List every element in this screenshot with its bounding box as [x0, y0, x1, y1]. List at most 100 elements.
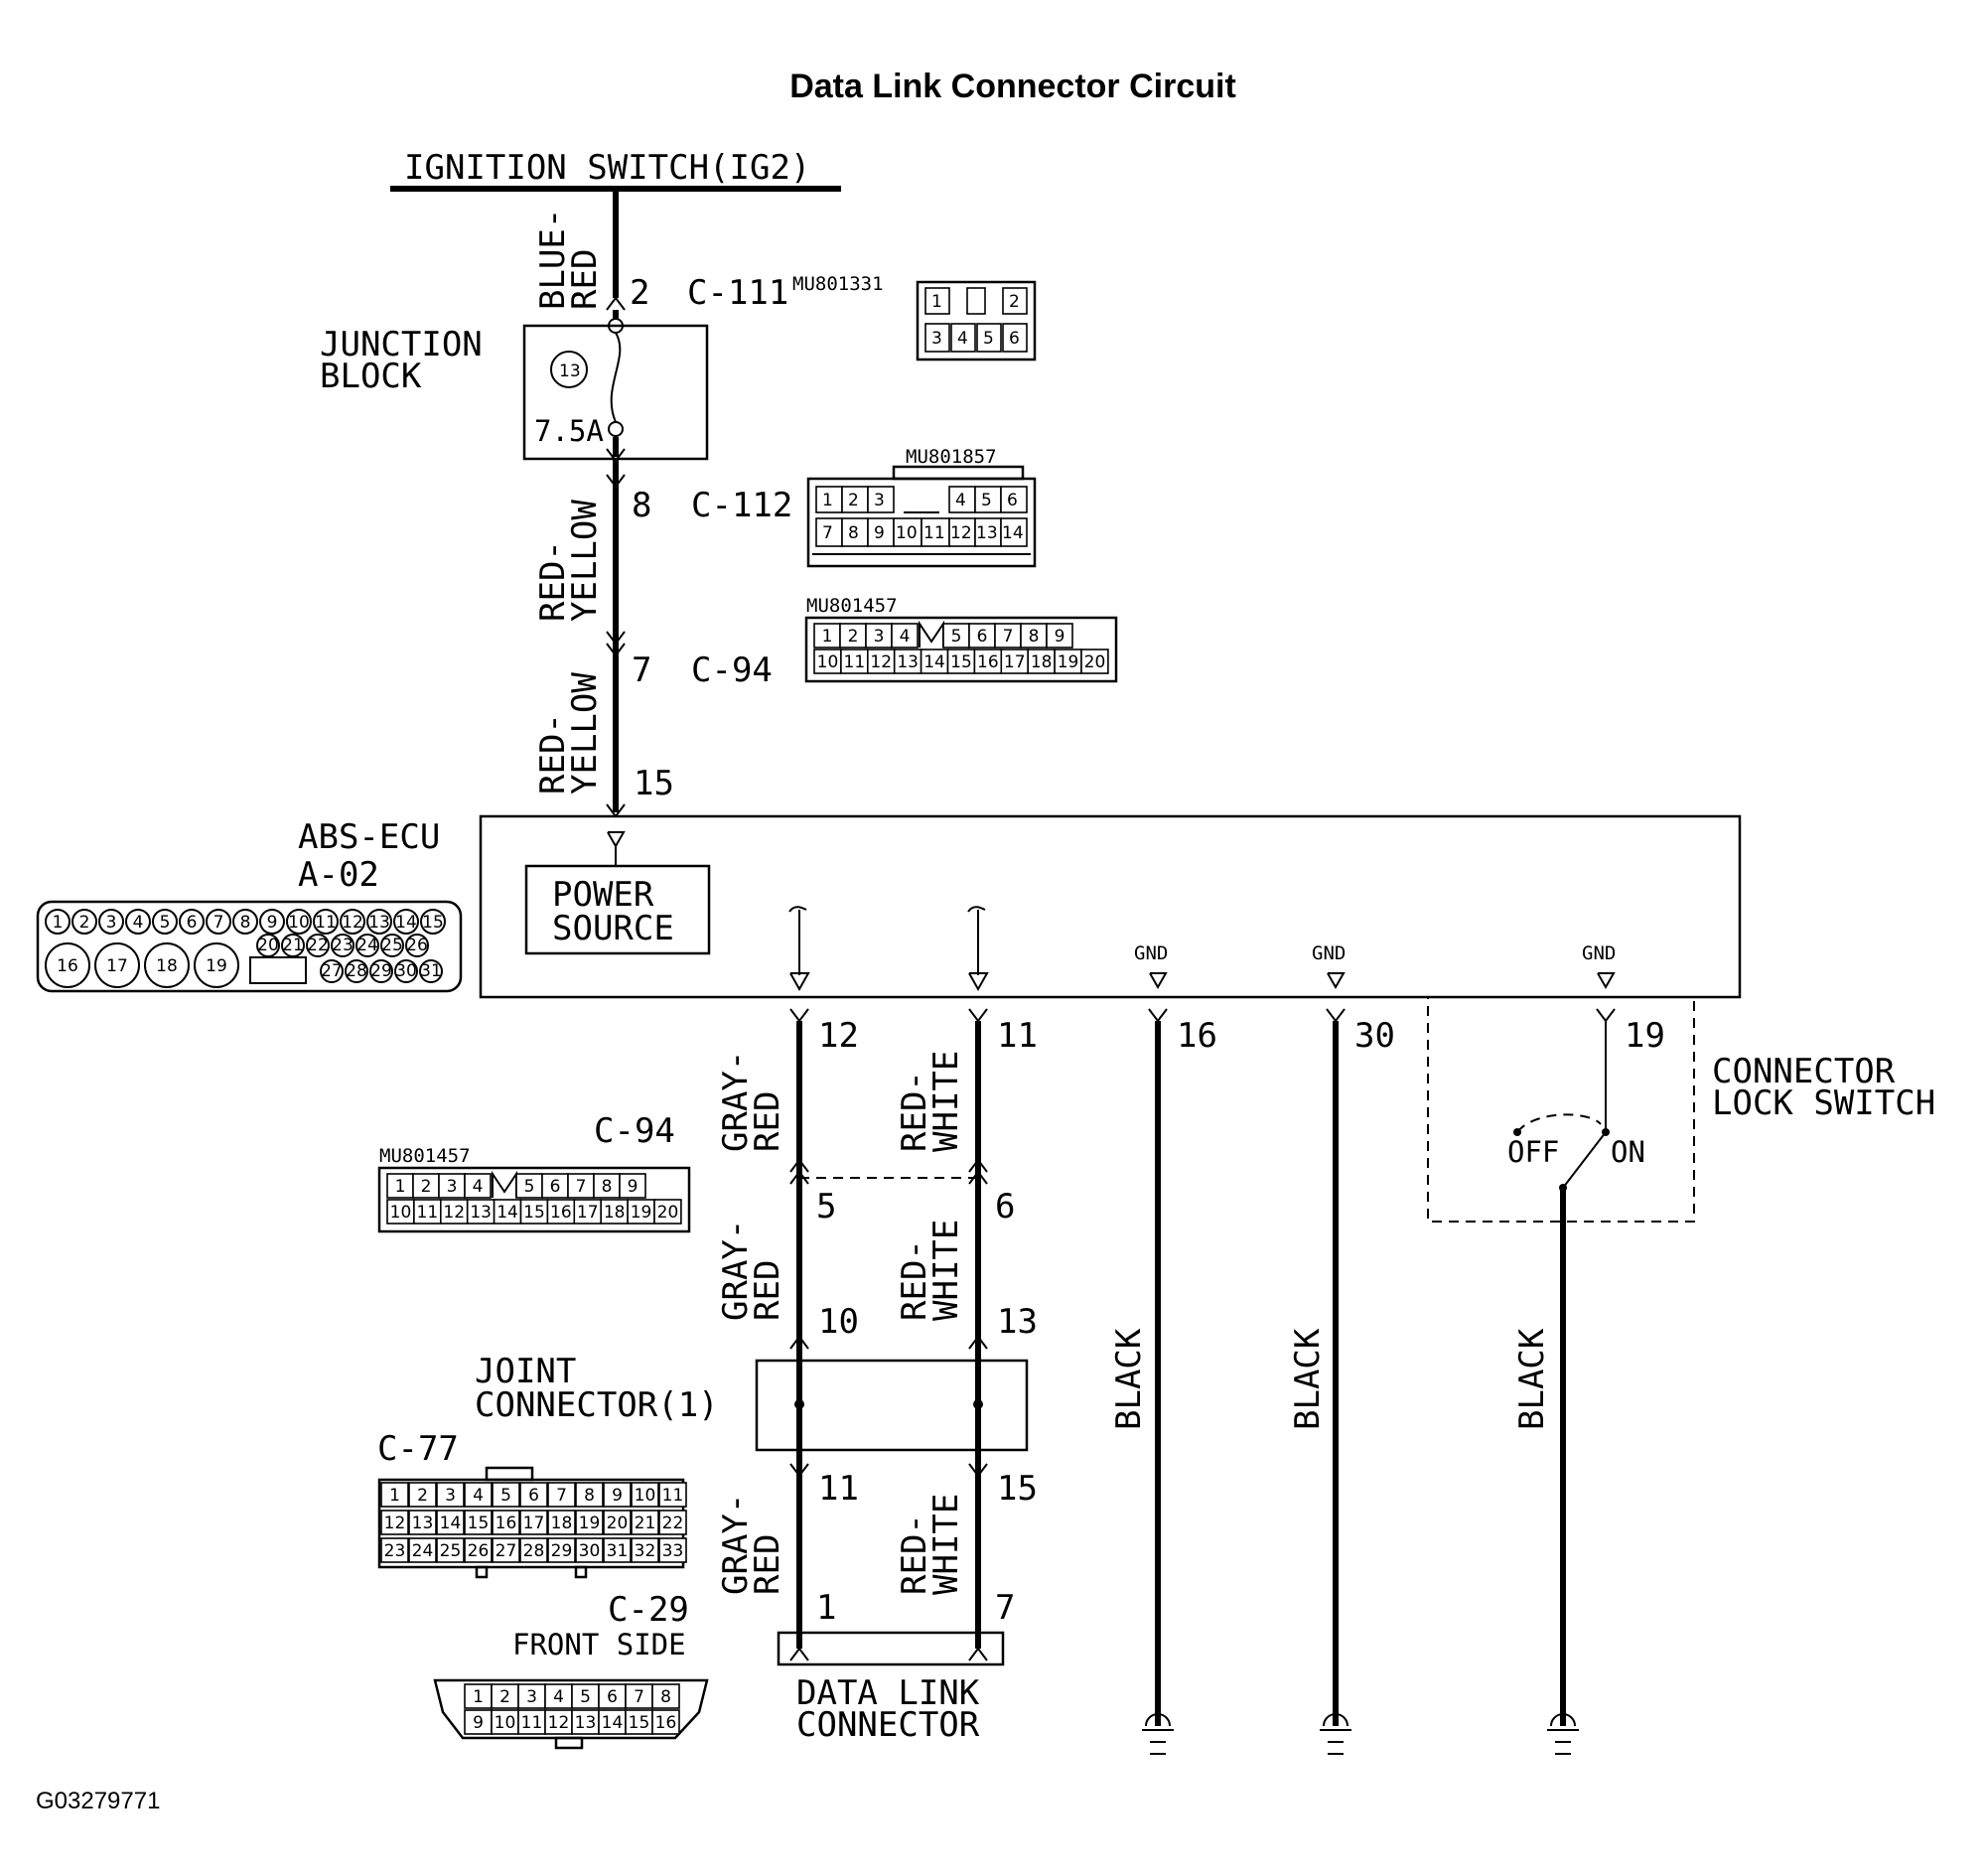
jc-pin11-mark: [789, 1463, 809, 1478]
svg-text:RED-: RED-: [533, 713, 573, 794]
signal-icon-11: [967, 906, 989, 992]
svg-text:4: 4: [133, 913, 144, 933]
jc-pin13-mark: [968, 1335, 988, 1350]
dlc-pin-7: 7: [995, 1588, 1015, 1628]
svg-text:YELLOW: YELLOW: [565, 500, 605, 622]
svg-text:25: 25: [440, 1541, 462, 1561]
svg-text:18: 18: [156, 956, 178, 976]
svg-text:31: 31: [420, 961, 442, 981]
svg-text:24: 24: [412, 1541, 434, 1561]
svg-text:13: 13: [368, 913, 390, 933]
wire-label-black-16: BLACK: [1109, 1328, 1149, 1430]
svg-text:RED-: RED-: [533, 540, 573, 622]
svg-text:6: 6: [528, 1486, 539, 1506]
svg-text:3: 3: [874, 491, 885, 510]
svg-text:9: 9: [473, 1713, 484, 1733]
fuse-rating: 7.5A: [534, 414, 604, 448]
svg-text:GRAY-: GRAY-: [716, 1051, 756, 1152]
figure-id: G03279771: [36, 1788, 161, 1814]
svg-text:3: 3: [445, 1486, 456, 1506]
svg-text:20: 20: [657, 1203, 679, 1223]
svg-text:10: 10: [817, 652, 839, 672]
svg-text:5: 5: [983, 329, 994, 349]
svg-text:17: 17: [1004, 652, 1026, 672]
svg-text:7: 7: [822, 523, 833, 543]
jc-pin15-mark: [968, 1463, 988, 1478]
svg-text:20: 20: [1084, 652, 1106, 672]
power-source-arrow: [607, 831, 626, 849]
c94-top-pin-mark: [606, 631, 626, 646]
svg-text:14: 14: [1002, 523, 1024, 543]
svg-text:11: 11: [923, 523, 945, 543]
svg-text:13: 13: [976, 523, 998, 543]
c111-connector-face: 1 2 3 4 5 6: [916, 280, 1037, 361]
svg-text:7: 7: [634, 1687, 644, 1707]
fuse-number-circle: [550, 351, 588, 388]
ecu-pin-11: 11: [997, 1016, 1038, 1056]
svg-text:15: 15: [629, 1713, 650, 1733]
svg-text:8: 8: [240, 913, 251, 933]
lock-switch-on: ON: [1611, 1135, 1645, 1169]
dlc-pin-1: 1: [816, 1588, 836, 1628]
svg-text:19: 19: [579, 1514, 601, 1533]
svg-text:12: 12: [548, 1713, 570, 1733]
svg-text:8: 8: [660, 1687, 671, 1707]
svg-text:12: 12: [384, 1514, 406, 1533]
svg-text:5: 5: [160, 913, 171, 933]
c111-pin: 2: [630, 273, 649, 313]
svg-text:20: 20: [257, 936, 279, 955]
svg-text:10: 10: [288, 913, 310, 933]
svg-text:13: 13: [897, 652, 919, 672]
svg-text:9: 9: [1055, 627, 1065, 647]
svg-text:10: 10: [390, 1203, 412, 1223]
svg-text:10: 10: [495, 1713, 516, 1733]
svg-text:22: 22: [307, 936, 329, 955]
svg-text:RED-: RED-: [895, 1239, 934, 1321]
svg-text:9: 9: [874, 523, 885, 543]
joint-connector-box: [755, 1359, 1029, 1452]
svg-text:15: 15: [950, 652, 972, 672]
c94-top-pin: 7: [632, 650, 651, 690]
lock-switch-icon: [1513, 1113, 1610, 1224]
svg-text:11: 11: [521, 1713, 543, 1733]
svg-text:28: 28: [523, 1541, 545, 1561]
svg-text:19: 19: [206, 956, 227, 976]
svg-text:6: 6: [977, 627, 988, 647]
svg-text:12: 12: [870, 652, 892, 672]
gnd-mark-19: [1597, 972, 1616, 990]
svg-text:13: 13: [470, 1203, 492, 1223]
ecu-connector-name: A-02: [298, 855, 379, 895]
power-source-box: [524, 864, 711, 955]
abs-ecu-box: [479, 814, 1742, 999]
svg-text:11: 11: [315, 913, 337, 933]
svg-text:RED-: RED-: [895, 1071, 934, 1152]
svg-text:RED: RED: [748, 1260, 787, 1321]
joint-connector-label-1: JOINT: [475, 1352, 576, 1391]
gnd-label-19: GND: [1582, 942, 1616, 964]
wire-label-red-yellow-1: RED- YELLOW: [533, 500, 605, 622]
ignition-switch-label: IGNITION SWITCH(IG2): [404, 148, 810, 188]
wire-label-black-19: BLACK: [1512, 1328, 1552, 1430]
svg-text:14: 14: [395, 913, 417, 933]
svg-text:1: 1: [53, 913, 64, 933]
ecu-pin12-mark: [789, 1008, 809, 1023]
svg-text:WHITE: WHITE: [926, 1494, 966, 1595]
jc-pin-11: 11: [818, 1469, 859, 1509]
wire-label-blue-red: BLUE- RED: [533, 209, 605, 310]
svg-text:16: 16: [550, 1203, 572, 1223]
svg-text:1: 1: [389, 1486, 400, 1506]
svg-text:29: 29: [370, 961, 392, 981]
svg-text:5: 5: [500, 1486, 511, 1506]
diagram-title: Data Link Connector Circuit: [789, 68, 1236, 105]
dlc-pin7-mark: [968, 1647, 988, 1661]
svg-text:9: 9: [267, 913, 278, 933]
svg-text:17: 17: [106, 956, 128, 976]
wire-label-gray-red-1: GRAY- RED: [716, 1051, 787, 1152]
svg-text:23: 23: [384, 1541, 406, 1561]
svg-text:3: 3: [931, 329, 942, 349]
svg-text:2: 2: [417, 1486, 428, 1506]
svg-text:RED-: RED-: [895, 1514, 934, 1595]
svg-text:21: 21: [635, 1514, 656, 1533]
svg-text:16: 16: [655, 1713, 677, 1733]
